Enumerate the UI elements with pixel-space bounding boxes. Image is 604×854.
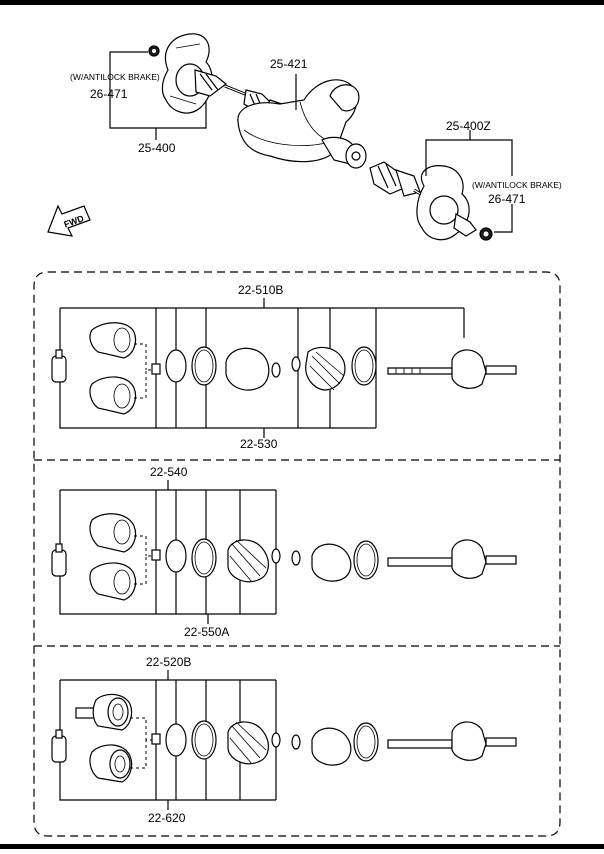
top-assembly: (W/ANTILOCK BRAKE) 26-471 25-421 25-400 … [47,33,562,241]
boot-2b [311,543,352,582]
boot-3b [311,727,352,766]
band-1a [191,346,217,386]
shaft-2 [387,557,453,567]
band-3b [353,722,379,762]
inner-joint-1 [451,349,487,389]
callout-25-400z: 25-400Z [446,119,491,133]
band-1b [351,346,377,386]
outer-joint-2b [89,562,137,601]
fwd-arrow: FWD [47,204,91,237]
panel-2-bottom-label: 22-550A [184,625,229,639]
bracket-25-400 [109,51,207,129]
clip-1a [271,362,281,378]
panel-1-bottom-label: 22-530 [240,437,278,451]
band-2a [191,538,217,578]
ring-2 [151,549,161,561]
ring-3 [151,733,161,745]
clip-1b [291,356,301,372]
clip-2b [291,550,301,566]
right-hub-knuckle [416,165,477,241]
panel-3-top-label: 22-520B [146,655,191,669]
band-3a [191,720,217,760]
panel-3: 22-520B 22-620 [51,655,517,825]
callout-25-400: 25-400 [138,141,176,155]
panel-2-top-label: 22-540 [150,465,188,479]
kit-frame [33,271,561,837]
callout-25-421: 25-421 [270,57,308,71]
panel-1: 22-510B 22-530 [51,283,517,451]
outer-joint-1b [89,376,137,415]
leader-abs-right [494,204,513,233]
inner-joint-2 [451,539,487,579]
panel-3-bottom-label: 22-620 [148,811,186,825]
abs-ring-top-hole [152,49,156,53]
outer-joint-2a [89,513,137,553]
clip-2a [271,548,281,564]
callout-26-471-right: 26-471 [488,192,526,206]
clip-3a [271,732,281,748]
grease-tube-1-cap [55,349,63,359]
band-2b [353,540,379,580]
bracket-25-400z [425,139,513,176]
clip-3b [291,734,301,750]
inner-joint-3 [451,721,487,761]
callout-26-471-top: 26-471 [90,87,128,101]
top-border [0,0,604,5]
panel-1-top-label: 22-510B [238,283,283,297]
grease-tube-1 [51,355,67,383]
bottom-border [0,844,604,849]
outer-joint-1a [89,322,137,359]
shaft-3 [387,739,453,749]
panel-2: 22-540 22-550A [51,465,517,639]
abs-ring-right-hole [483,231,489,237]
snap-ring-1 [165,349,187,383]
boot-1b [305,346,346,391]
ring-1 [151,363,161,375]
grease-tube-2 [51,549,67,577]
antilock-label-top: (W/ANTILOCK BRAKE) [70,72,160,82]
antilock-label-right: (W/ANTILOCK BRAKE) [472,180,562,190]
snap-ring-3 [165,723,187,757]
grease-tube-3 [51,735,67,763]
transaxle-housing [237,79,367,169]
boot-1a [225,347,270,391]
snap-ring-2 [165,539,187,573]
